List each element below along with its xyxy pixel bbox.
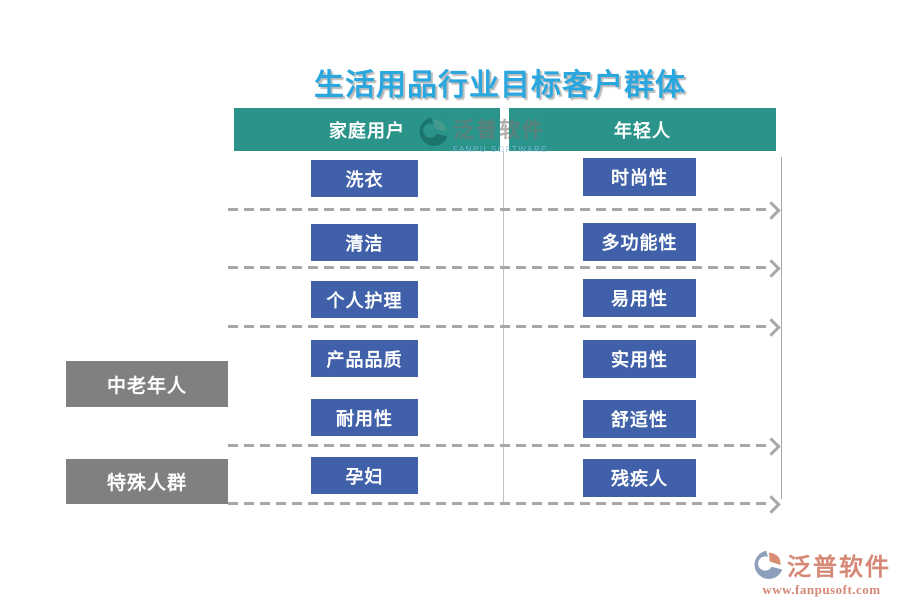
feature-box-product-quality: 产品品质 — [311, 340, 418, 377]
watermark-center: 泛普软件 FANPU SOFTWARE — [417, 114, 548, 154]
feature-label: 产品品质 — [326, 349, 403, 370]
group-label: 特殊人群 — [106, 473, 187, 494]
dashed-arrow-3 — [228, 318, 781, 337]
feature-label: 舒适性 — [611, 410, 668, 430]
feature-label: 时尚性 — [611, 168, 668, 188]
feature-label: 残疾人 — [611, 469, 668, 489]
feature-box-pregnant-women: 孕妇 — [311, 457, 418, 494]
watermark-bottom-right: 泛普软件 www.fanpusoft.com — [752, 547, 891, 598]
page-title: 生活用品行业目标客户群体 — [314, 69, 686, 102]
fanpu-logo-icon — [754, 550, 783, 579]
feature-box-fashion: 时尚性 — [583, 158, 696, 196]
feature-label: 个人护理 — [326, 290, 403, 311]
header-bar-family: 家庭用户 — [234, 108, 500, 151]
fanpu-logo-icon — [419, 117, 448, 146]
dashed-arrow-5 — [228, 495, 781, 514]
feature-label: 清洁 — [345, 233, 384, 254]
feature-box-personal-care: 个人护理 — [311, 281, 418, 318]
feature-label: 耐用性 — [336, 408, 393, 429]
feature-label: 洗衣 — [345, 169, 384, 190]
header-young-label: 年轻人 — [614, 120, 671, 141]
arrow-right-icon — [762, 437, 781, 456]
watermark-brand-en-text: FANPU SOFTWARE — [453, 145, 548, 154]
dashed-arrow-4 — [228, 437, 781, 456]
feature-label: 实用性 — [611, 350, 668, 370]
right-axis-line — [781, 157, 782, 499]
arrow-right-icon — [762, 201, 781, 220]
header-family-label: 家庭用户 — [329, 120, 405, 141]
feature-label: 多功能性 — [601, 233, 678, 253]
feature-box-laundry: 洗衣 — [311, 160, 418, 197]
group-box-middle-aged: 中老年人 — [66, 361, 228, 407]
feature-box-multifunction: 多功能性 — [583, 223, 696, 261]
watermark-url-text: www.fanpusoft.com — [762, 582, 881, 597]
feature-label: 孕妇 — [345, 466, 384, 487]
feature-box-durability: 耐用性 — [311, 399, 418, 436]
feature-box-practicality: 实用性 — [583, 340, 696, 378]
group-label: 中老年人 — [106, 375, 187, 397]
watermark-brand-text: 泛普软件 — [787, 555, 891, 581]
feature-label: 易用性 — [611, 289, 668, 309]
header-bar-young: 年轻人 — [509, 108, 776, 151]
arrow-right-icon — [762, 259, 781, 278]
feature-box-disabled: 残疾人 — [583, 459, 696, 497]
group-box-special: 特殊人群 — [66, 459, 228, 504]
watermark-brand-text: 泛普软件 — [453, 119, 545, 142]
arrow-right-icon — [762, 318, 781, 337]
dashed-arrow-2 — [228, 259, 781, 278]
dashed-arrow-1 — [228, 201, 781, 220]
feature-box-cleaning: 清洁 — [311, 224, 418, 261]
feature-box-comfort: 舒适性 — [583, 400, 696, 438]
feature-box-ease-of-use: 易用性 — [583, 279, 696, 317]
arrow-right-icon — [762, 495, 781, 514]
